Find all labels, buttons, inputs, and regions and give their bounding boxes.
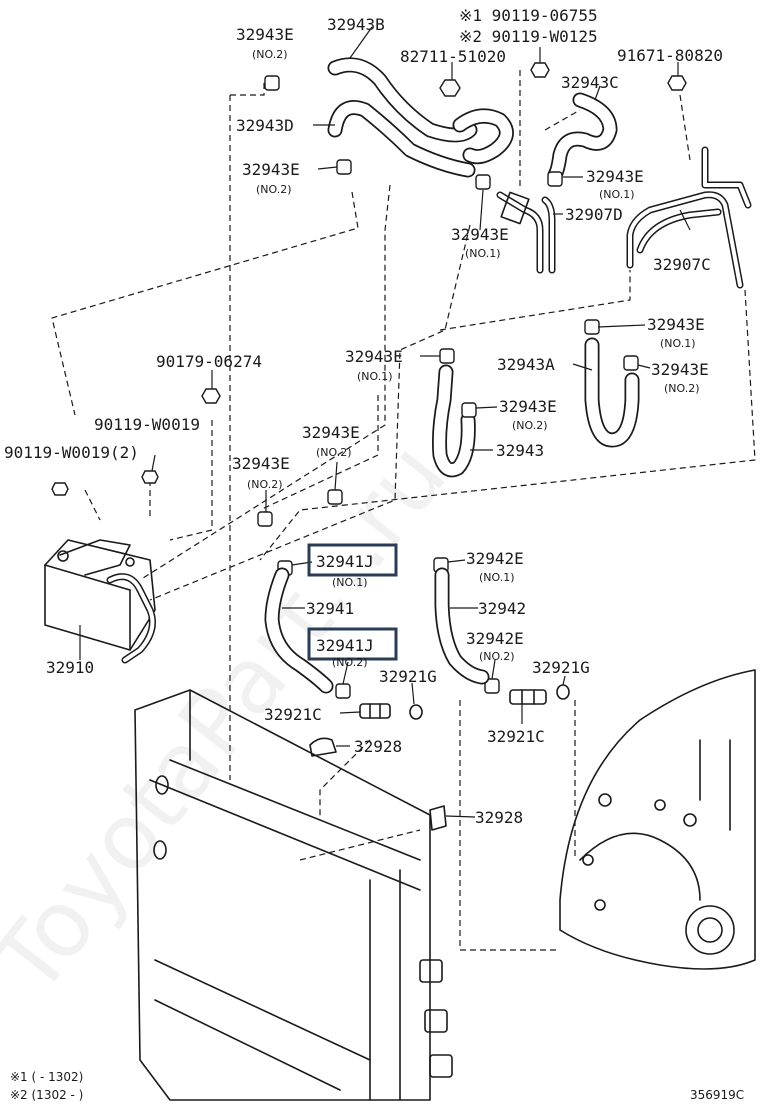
footnote-1: ※1 ( - 1302) — [10, 1070, 83, 1084]
bolts[interactable] — [51, 62, 687, 496]
label-32943E-r1: 32943E — [586, 167, 644, 186]
label-32943E-c4-sub: (NO.2) — [247, 478, 283, 491]
oil-cooler-32910[interactable] — [44, 539, 156, 664]
clamp-32943E-ml — [336, 159, 352, 175]
bolt-90119-06755 — [530, 62, 550, 78]
hose-32943B[interactable] — [327, 57, 478, 143]
label-32943E-r1-sub: (NO.1) — [599, 188, 635, 201]
watermark: ToyotaPart...ru — [0, 423, 467, 1014]
label-32907D: 32907D — [565, 205, 623, 224]
highlight-32941J-2[interactable] — [307, 627, 398, 661]
hose-32943A[interactable] — [584, 337, 640, 448]
label-32943E-tl: 32943E — [236, 25, 294, 44]
part-labels: 32943E (NO.2) 32943B ※1 90119-06755 ※2 9… — [4, 6, 723, 827]
nut-90179 — [201, 388, 221, 404]
label-32921G-1: 32921G — [379, 667, 437, 686]
fitting-32921C-left[interactable] — [359, 703, 391, 719]
label-32941: 32941 — [306, 599, 354, 618]
label-90119-a: 90119-W0019 — [94, 415, 200, 434]
label-32943: 32943 — [496, 441, 544, 460]
bolt-82711 — [439, 79, 461, 97]
hose-junction[interactable] — [452, 108, 514, 165]
label-note2-bolt: ※2 90119-W0125 — [459, 27, 598, 46]
clamp-32941J-2 — [335, 683, 351, 699]
label-32928-1: 32928 — [354, 737, 402, 756]
clamp-32943E-c2 — [461, 402, 477, 418]
clamp-32943E-r3 — [623, 355, 639, 371]
label-90119-b: 90119-W0019(2) — [4, 443, 139, 462]
clamp-32943E-c4 — [257, 511, 273, 527]
label-32928-2: 32928 — [475, 808, 523, 827]
label-32943D: 32943D — [236, 116, 294, 135]
radiator — [134, 689, 453, 1101]
bolt-90119-a — [141, 470, 159, 484]
diagram-code: 356919C — [690, 1088, 744, 1102]
label-32943E-c4: 32943E — [232, 454, 290, 473]
label-32907C: 32907C — [653, 255, 711, 274]
fitting-32921C-right[interactable] — [509, 689, 547, 705]
pipe-32907D[interactable] — [496, 191, 556, 274]
label-32921C-2: 32921C — [487, 727, 545, 746]
leader-lines — [79, 26, 691, 818]
label-32943E-r2-sub: (NO.1) — [660, 337, 696, 350]
label-32943E-r3-sub: (NO.2) — [664, 382, 700, 395]
highlight-32941J-1[interactable] — [307, 543, 398, 577]
label-32942E-2: 32942E — [466, 629, 524, 648]
label-32943E-r2: 32943E — [647, 315, 705, 334]
oring-32921G-right[interactable] — [556, 684, 570, 700]
hose-32943[interactable] — [432, 364, 476, 478]
label-32941J-1: 32941J — [316, 552, 374, 571]
label-32943E-m-sub: (NO.1) — [357, 370, 393, 383]
label-32943B: 32943B — [327, 15, 385, 34]
clamp-32943E-c1 — [475, 174, 491, 190]
hose-32943D[interactable] — [327, 100, 476, 178]
clamp-32943E-c3 — [327, 489, 343, 505]
clip-32928-upper[interactable] — [309, 737, 337, 757]
clip-32928-lower[interactable] — [429, 805, 447, 831]
label-32943E-c2: 32943E — [499, 397, 557, 416]
hose-32942[interactable] — [434, 567, 490, 685]
label-32921G-2: 32921G — [532, 658, 590, 677]
label-32943E-ml: 32943E — [242, 160, 300, 179]
label-32941J-1-sub: (NO.1) — [332, 576, 368, 589]
clamp-32943E-r1 — [547, 171, 563, 187]
bolt-90119-b — [51, 482, 69, 496]
clamp-32943E-m — [439, 348, 455, 364]
label-91671: 91671-80820 — [617, 46, 723, 65]
label-32942E-2-sub: (NO.2) — [479, 650, 515, 663]
bolt-91671 — [667, 75, 687, 91]
label-32943E-c3-sub: (NO.2) — [316, 446, 352, 459]
label-32943E-c1-sub: (NO.1) — [465, 247, 501, 260]
hose-32943C[interactable] — [547, 92, 618, 183]
clamp-32943E-tl — [264, 75, 280, 91]
clamp-32943E-r2 — [584, 319, 600, 335]
label-32943E-tl-sub: (NO.2) — [252, 48, 288, 61]
footnote-2: ※2 (1302 - ) — [10, 1088, 83, 1102]
label-32921C-1: 32921C — [264, 705, 322, 724]
label-90179: 90179-06274 — [156, 352, 262, 371]
label-32941J-2-sub: (NO.2) — [332, 656, 368, 669]
hose-32941[interactable] — [264, 567, 334, 694]
label-32943A: 32943A — [497, 355, 555, 374]
label-32943E-c2-sub: (NO.2) — [512, 419, 548, 432]
pipe-32907C[interactable] — [626, 146, 752, 289]
label-32943C: 32943C — [561, 73, 619, 92]
label-32941J-2: 32941J — [316, 636, 374, 655]
label-32943E-c3: 32943E — [302, 423, 360, 442]
label-32943E-m: 32943E — [345, 347, 403, 366]
transmission — [559, 669, 756, 970]
label-32942E-1-sub: (NO.1) — [479, 571, 515, 584]
label-82711: 82711-51020 — [400, 47, 506, 66]
label-32910: 32910 — [46, 658, 94, 677]
label-32943E-r3: 32943E — [651, 360, 709, 379]
label-32942E-1: 32942E — [466, 549, 524, 568]
label-32943E-c1: 32943E — [451, 225, 509, 244]
oring-32921G-left[interactable] — [409, 704, 423, 720]
label-32943E-ml-sub: (NO.2) — [256, 183, 292, 196]
clamps[interactable] — [257, 75, 639, 699]
label-32942: 32942 — [478, 599, 526, 618]
label-note1-bolt: ※1 90119-06755 — [459, 6, 598, 25]
